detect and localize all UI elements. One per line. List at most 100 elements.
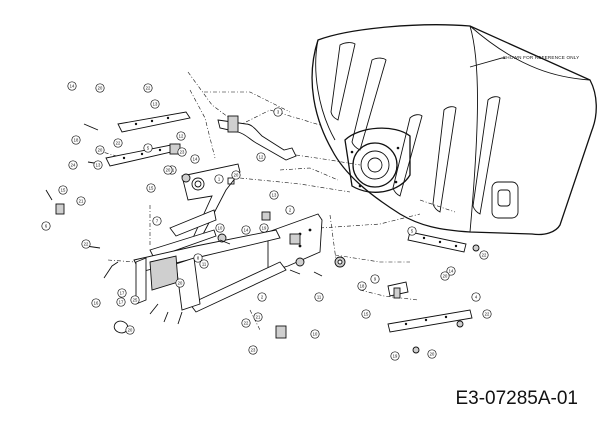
callout-label: 20 [128,328,133,333]
reference-leader [469,57,505,68]
callout-circle [241,318,251,328]
callout-circle [41,221,51,231]
callout-circle [143,83,153,93]
callout-label: 3 [277,110,280,115]
callout-20: 20 [95,83,105,93]
callout-circle [146,183,156,193]
callout-label: 21 [256,315,261,320]
callout-circle [176,131,186,141]
callout-circle [150,99,160,109]
callout-20: 20 [231,170,241,180]
callout-13: 13 [93,160,103,170]
callout-21: 21 [253,312,263,322]
callout-label: 19 [262,226,267,231]
callout-label: 17 [120,291,125,296]
callout-label: 22 [244,321,249,326]
callout-label: 15 [149,186,154,191]
callout-label: 6 [45,224,48,229]
callout-label: 20 [430,352,435,357]
callout-23: 23 [248,345,258,355]
callout-label: 12 [179,134,184,139]
callout-label: 15 [61,188,66,193]
right-brackets [387,231,473,333]
callout-label: 7 [156,219,159,224]
callout-1: 1 [214,174,224,184]
callout-label: 10 [218,226,223,231]
callout-11: 11 [314,292,324,302]
callout-16: 16 [91,298,101,308]
callout-25: 25 [130,295,140,305]
callout-circle [471,292,481,302]
callout-15: 15 [58,185,68,195]
callout-14: 14 [446,266,456,276]
callout-circle [81,239,91,249]
callout-label: 22 [116,141,121,146]
callout-circle [199,259,209,269]
callout-circle [446,266,456,276]
callout-circle [117,288,127,298]
callout-label: 20 [443,274,448,279]
callout-circle [427,349,437,359]
callout-label: 20 [166,168,171,173]
callout-label: 22 [485,312,490,317]
document-code: E3-07285A-01 [455,388,578,409]
callout-label: 23 [180,150,185,155]
callout-14: 14 [190,154,200,164]
callout-circle [253,312,263,322]
callout-label: 14 [193,157,198,162]
callout-label: 25 [133,298,138,303]
callout-17: 17 [117,288,127,298]
callout-2: 2 [285,205,295,215]
callout-20: 20 [175,278,185,288]
callout-14: 14 [67,81,77,91]
callout-19: 19 [390,351,400,361]
callout-label: 16 [94,301,99,306]
callout-20: 20 [163,165,173,175]
callout-20: 20 [125,325,135,335]
callout-label: 24 [71,163,76,168]
callout-circle [143,143,153,153]
callout-circle [76,196,86,206]
callout-circle [193,253,203,263]
callout-22: 22 [143,83,153,93]
pivot-link [217,115,297,161]
callout-13: 13 [150,99,160,109]
callout-circle [214,174,224,184]
callout-label: 5 [147,146,150,151]
callout-label: 8 [197,256,200,261]
callout-circle [113,138,123,148]
callout-label: 2 [289,208,292,213]
callout-label: 10 [313,332,318,337]
callout-circle [58,185,68,195]
callout-20: 20 [427,349,437,359]
callout-circle [175,278,185,288]
callout-10: 10 [215,223,225,233]
callout-label: 14 [70,84,75,89]
callout-circle [190,154,200,164]
callout-label: 20 [234,173,239,178]
callout-circle [177,147,187,157]
callout-22: 22 [479,250,489,260]
callout-circle [71,135,81,145]
callout-22: 22 [81,239,91,249]
callout-label: 20 [98,86,103,91]
callout-10: 10 [310,329,320,339]
callout-8: 8 [193,253,203,263]
callout-label: 22 [146,86,151,91]
callout-circle [152,216,162,226]
callout-label: 13 [272,193,277,198]
callout-circle [93,160,103,170]
callout-circle [95,145,105,155]
callout-label: 11 [317,295,322,300]
callout-19: 19 [259,223,269,233]
callout-label: 22 [482,253,487,258]
callout-label: 15 [364,312,369,317]
callout-circle [125,325,135,335]
plow-blade [311,24,597,236]
callout-15: 15 [146,183,156,193]
callout-label: 2 [261,295,264,300]
callout-12: 12 [176,131,186,141]
main-frame [133,163,323,313]
